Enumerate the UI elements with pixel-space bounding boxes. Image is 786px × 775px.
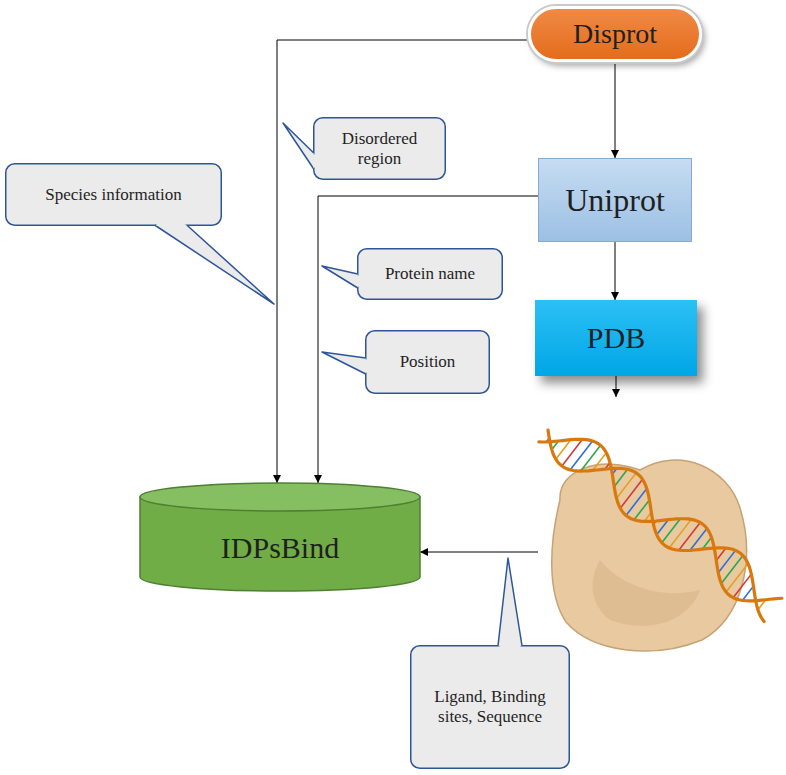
connector-line bbox=[616, 376, 617, 397]
callout-text: Protein name bbox=[385, 264, 475, 284]
flow-arrow bbox=[318, 196, 538, 483]
dna-backbone bbox=[548, 430, 764, 621]
base-pair bbox=[679, 522, 700, 550]
base-pair bbox=[721, 556, 743, 584]
base-pair bbox=[716, 548, 726, 561]
callout-label: Position bbox=[365, 330, 490, 394]
callout-text: Disordered region bbox=[323, 129, 436, 168]
cylinder-top bbox=[140, 483, 420, 511]
base-pair bbox=[617, 473, 637, 498]
callout-label: Disordered region bbox=[313, 117, 446, 180]
dna-helix bbox=[539, 430, 782, 621]
callout-tail bbox=[498, 558, 522, 646]
database-box: Uniprot bbox=[538, 158, 692, 242]
callout-tail bbox=[155, 225, 274, 304]
base-pair bbox=[562, 439, 583, 466]
node-label: Uniprot bbox=[565, 182, 665, 219]
connector-line bbox=[318, 196, 538, 483]
flow-arrow bbox=[615, 242, 616, 300]
callout-tail bbox=[322, 266, 358, 288]
callout-tail-seam bbox=[157, 223, 186, 226]
flow-arrow bbox=[420, 376, 616, 552]
base-pair bbox=[570, 441, 592, 470]
base-pair bbox=[733, 574, 751, 598]
base-pair bbox=[614, 469, 627, 486]
source-database: Disprot bbox=[528, 6, 702, 62]
callout-box bbox=[6, 164, 222, 226]
connector-line bbox=[615, 62, 616, 158]
callout-tail bbox=[283, 123, 314, 169]
callout-text: Ligand, Binding sites, Sequence bbox=[432, 687, 548, 726]
callout-box bbox=[366, 331, 490, 394]
base-pair bbox=[726, 564, 748, 592]
protein-shading bbox=[593, 560, 700, 626]
node-label: IDPsBind bbox=[221, 531, 339, 566]
base-pair bbox=[669, 519, 691, 548]
callout-tail bbox=[322, 352, 366, 374]
node-label: Disprot bbox=[573, 18, 657, 50]
flow-arrow bbox=[277, 40, 528, 483]
callout-tail-seam bbox=[365, 360, 368, 373]
callout-label: Species information bbox=[5, 163, 222, 226]
callout-box bbox=[314, 118, 446, 180]
base-pair bbox=[662, 519, 681, 543]
database-box: PDB bbox=[535, 300, 697, 376]
callout-tail-seam bbox=[313, 155, 316, 168]
base-pair bbox=[620, 479, 642, 508]
protein-surface bbox=[552, 460, 747, 651]
base-pair bbox=[626, 489, 647, 516]
flow-arrow bbox=[615, 62, 616, 158]
node-label: PDB bbox=[587, 321, 645, 356]
callout-text: Species information bbox=[45, 185, 181, 205]
database-cylinder: IDPsBind bbox=[140, 483, 420, 591]
connector-line bbox=[277, 40, 528, 483]
connector-line bbox=[420, 552, 538, 553]
callout-tail-seam bbox=[357, 276, 360, 287]
callout-box bbox=[411, 646, 570, 769]
callout-text: Position bbox=[400, 352, 456, 372]
dna-backbone bbox=[539, 439, 782, 601]
callout-label: Protein name bbox=[357, 248, 503, 300]
base-pair bbox=[581, 445, 601, 471]
callout-tail-seam bbox=[500, 645, 521, 648]
connector-line bbox=[615, 242, 616, 300]
callout-label: Ligand, Binding sites, Sequence bbox=[410, 645, 570, 769]
base-pair bbox=[742, 586, 753, 600]
callout-box bbox=[358, 249, 503, 300]
